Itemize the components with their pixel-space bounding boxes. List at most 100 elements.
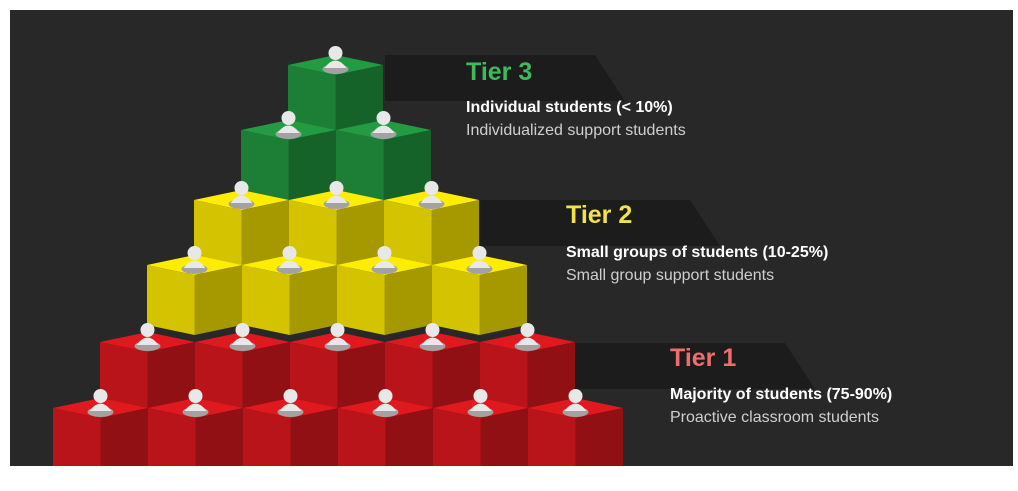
cube <box>241 111 336 200</box>
student-icon-head <box>568 389 583 403</box>
cube-right-face <box>480 408 528 466</box>
cube-left-face <box>290 342 338 412</box>
student-icon <box>322 46 349 74</box>
student-icon-body <box>373 260 396 268</box>
cube <box>242 246 337 335</box>
student-icon-head <box>187 246 202 260</box>
cube-left-face <box>433 408 481 466</box>
cube <box>336 111 431 200</box>
tier-2-title: Tier 2 <box>566 201 633 229</box>
student-icon-head <box>234 181 249 195</box>
cube-left-face <box>288 65 336 135</box>
cube-left-face <box>432 265 480 335</box>
student-icon <box>466 246 493 274</box>
cube <box>290 323 385 412</box>
cube-right-face <box>147 342 195 412</box>
tier-3-support: Individualized support students <box>466 122 686 139</box>
cube-left-face <box>242 265 290 335</box>
student-icon <box>323 181 350 209</box>
cube <box>338 389 433 466</box>
student-icon-body <box>469 403 492 411</box>
cube-right-face <box>431 200 479 270</box>
cube-left-face <box>194 200 242 270</box>
student-icon-body <box>420 195 443 203</box>
student-icon-body <box>230 195 253 203</box>
student-icon <box>229 323 256 351</box>
student-icon <box>467 389 494 417</box>
cube-right-face <box>100 408 148 466</box>
cube-left-face <box>147 265 195 335</box>
student-icon-head <box>376 111 391 125</box>
cube-right-face <box>288 130 336 200</box>
cube-right-face <box>290 408 338 466</box>
cube-left-face <box>480 342 528 412</box>
cube-right-face <box>335 65 383 135</box>
student-icon-head <box>235 323 250 337</box>
cube-left-face <box>100 342 148 412</box>
student-icon-head <box>188 389 203 403</box>
student-icon-body <box>324 60 347 68</box>
cube <box>337 246 432 335</box>
cube-right-face <box>195 408 243 466</box>
cube <box>243 389 338 466</box>
cube-right-face <box>337 342 385 412</box>
student-icon <box>370 111 397 139</box>
cube-left-face <box>338 408 386 466</box>
cube <box>195 323 290 412</box>
cube <box>432 246 527 335</box>
student-icon-head <box>377 246 392 260</box>
student-icon <box>372 389 399 417</box>
student-icon-body <box>564 403 587 411</box>
cube <box>147 246 242 335</box>
student-icon-body <box>278 260 301 268</box>
cube <box>53 389 148 466</box>
cube-right-face <box>384 265 432 335</box>
student-icon-head <box>93 389 108 403</box>
student-icon-body <box>279 403 302 411</box>
cube <box>433 389 528 466</box>
tier-2-support: Small group support students <box>566 267 775 284</box>
cube-right-face <box>385 408 433 466</box>
student-icon-body <box>468 260 491 268</box>
student-icon <box>418 181 445 209</box>
student-icon-body <box>231 337 254 345</box>
cube-left-face <box>243 408 291 466</box>
student-icon-head <box>472 246 487 260</box>
student-icon-head <box>520 323 535 337</box>
student-icon-body <box>421 337 444 345</box>
cube-right-face <box>241 200 289 270</box>
student-icon <box>277 389 304 417</box>
cube-left-face <box>53 408 101 466</box>
student-icon <box>87 389 114 417</box>
student-icon-head <box>425 323 440 337</box>
student-icon <box>228 181 255 209</box>
tier-1-title: Tier 1 <box>670 344 737 372</box>
tier-1-label-band <box>575 343 815 389</box>
student-icon-body <box>184 403 207 411</box>
cube-left-face <box>195 342 243 412</box>
student-icon-head <box>424 181 439 195</box>
student-icon <box>324 323 351 351</box>
cube-right-face <box>432 342 480 412</box>
cube-right-face <box>527 342 575 412</box>
cube-right-face <box>194 265 242 335</box>
tier-1-description: Majority of students (75-90%) <box>670 386 893 403</box>
student-icon-body <box>89 403 112 411</box>
cube <box>385 323 480 412</box>
student-icon-head <box>283 389 298 403</box>
student-icon <box>514 323 541 351</box>
student-icon-head <box>330 323 345 337</box>
cube <box>384 181 479 270</box>
cube-left-face <box>148 408 196 466</box>
cube-right-face <box>289 265 337 335</box>
mtss-pyramid-diagram: Tier 3 Individual students (< 10%) Indiv… <box>10 10 1013 466</box>
student-icon <box>134 323 161 351</box>
cube <box>194 181 289 270</box>
tier-2-description: Small groups of students (10-25%) <box>566 244 829 261</box>
student-icon <box>182 389 209 417</box>
cube <box>528 389 623 466</box>
student-icon-head <box>329 181 344 195</box>
cube <box>288 46 383 135</box>
tier-1-support: Proactive classroom students <box>670 409 879 426</box>
cube-right-face <box>479 265 527 335</box>
